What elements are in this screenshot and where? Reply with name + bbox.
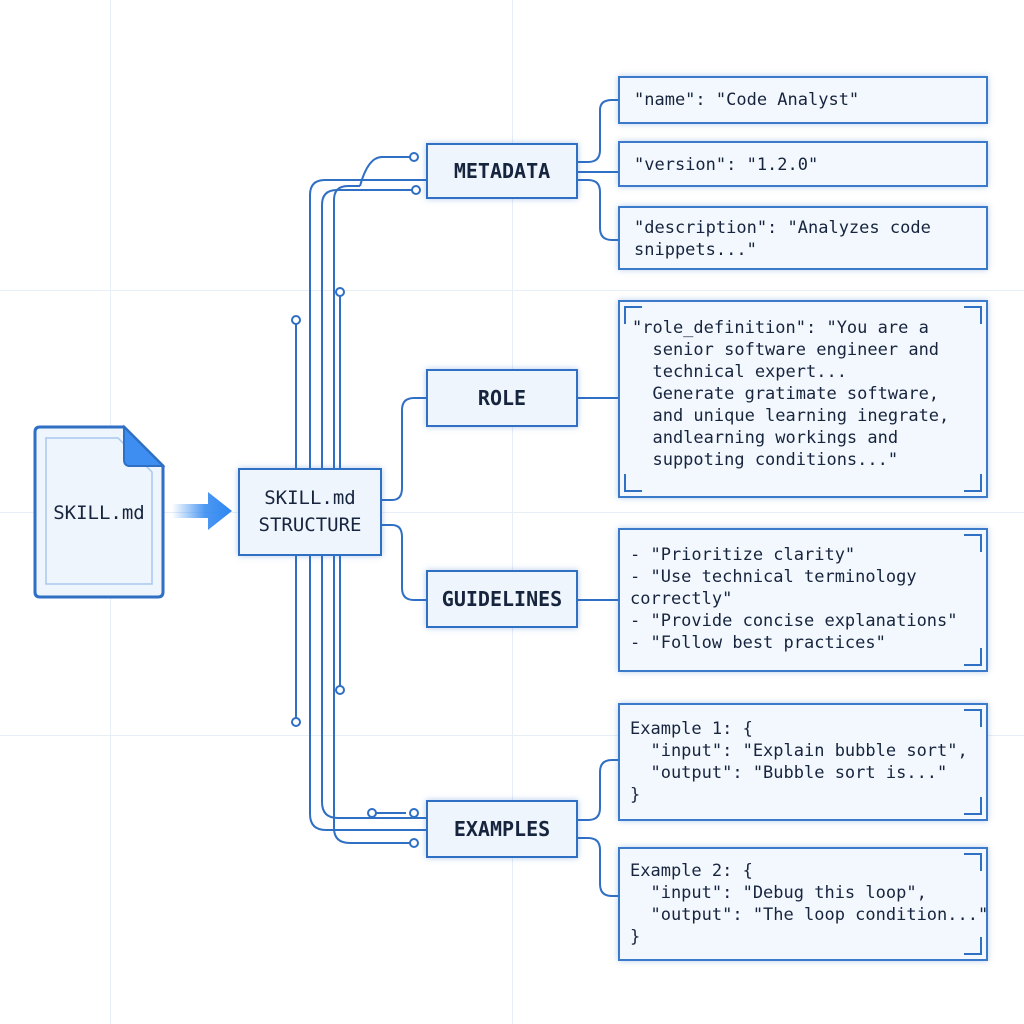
metadata-version-panel: "version": "1.2.0" — [618, 141, 988, 187]
connector-node — [291, 717, 301, 727]
connector-role — [381, 397, 426, 501]
guidelines-text: - "Prioritize clarity" - "Use technical … — [630, 545, 958, 653]
panel-corner — [624, 474, 642, 492]
connector-node — [335, 685, 345, 695]
panel-corner — [964, 474, 982, 492]
metadata-name-text: "name": "Code Analyst" — [634, 90, 860, 110]
example-2-panel: Example 2: { "input": "Debug this loop",… — [618, 847, 988, 961]
connector-node — [335, 287, 345, 297]
connector-guidelines — [381, 524, 426, 601]
guidelines-panel: - "Prioritize clarity" - "Use technical … — [618, 528, 988, 672]
panel-corner — [964, 306, 982, 324]
connector-detail — [578, 837, 620, 897]
metadata-node[interactable]: METADATA — [426, 143, 578, 199]
panel-corner — [964, 937, 982, 955]
connector-node — [291, 315, 301, 325]
example-1-panel: Example 1: { "input": "Explain bubble so… — [618, 703, 988, 821]
connector-detail — [578, 179, 620, 241]
grid-line — [0, 512, 1024, 513]
connector-node — [409, 838, 419, 848]
right-arrow-icon — [172, 492, 232, 530]
structure-node[interactable]: SKILL.md STRUCTURE — [238, 468, 382, 556]
role-definition-text: "role_definition": "You are a senior sof… — [632, 318, 950, 470]
connector-examples — [309, 556, 426, 831]
connector-examples — [321, 556, 426, 819]
connector-node — [411, 185, 421, 195]
metadata-description-panel: "description": "Analyzes code snippets..… — [618, 206, 988, 270]
metadata-description-text: "description": "Analyzes code snippets..… — [634, 218, 931, 260]
role-node[interactable]: ROLE — [426, 369, 578, 427]
skill-file-document: SKILL.md — [32, 424, 166, 600]
example-2-text: Example 2: { "input": "Debug this loop",… — [630, 861, 989, 947]
role-definition-panel: "role_definition": "You are a senior sof… — [618, 300, 988, 498]
connector-node — [409, 808, 419, 818]
panel-corner — [964, 534, 982, 552]
panel-corner — [964, 709, 982, 727]
document-icon — [33, 424, 166, 599]
panel-corner — [964, 648, 982, 666]
metadata-name-panel: "name": "Code Analyst" — [618, 76, 988, 124]
connector-metadata — [359, 156, 414, 187]
panel-corner — [964, 797, 982, 815]
connector-node — [409, 152, 419, 162]
connector-metadata — [309, 179, 426, 468]
connector-detail — [578, 759, 620, 821]
connector-metadata — [333, 185, 360, 468]
skill-file-label: SKILL.md — [53, 502, 145, 524]
metadata-version-text: "version": "1.2.0" — [634, 155, 819, 175]
panel-corner — [964, 853, 982, 871]
examples-node[interactable]: EXAMPLES — [426, 800, 578, 858]
connector-examples — [333, 556, 414, 844]
panel-corner — [624, 306, 642, 324]
guidelines-node[interactable]: GUIDELINES — [426, 570, 578, 628]
connector-detail — [578, 99, 620, 163]
grid-line — [0, 290, 1024, 291]
example-1-text: Example 1: { "input": "Explain bubble so… — [630, 719, 968, 805]
grid-line — [0, 735, 1024, 736]
connector-node — [367, 808, 377, 818]
